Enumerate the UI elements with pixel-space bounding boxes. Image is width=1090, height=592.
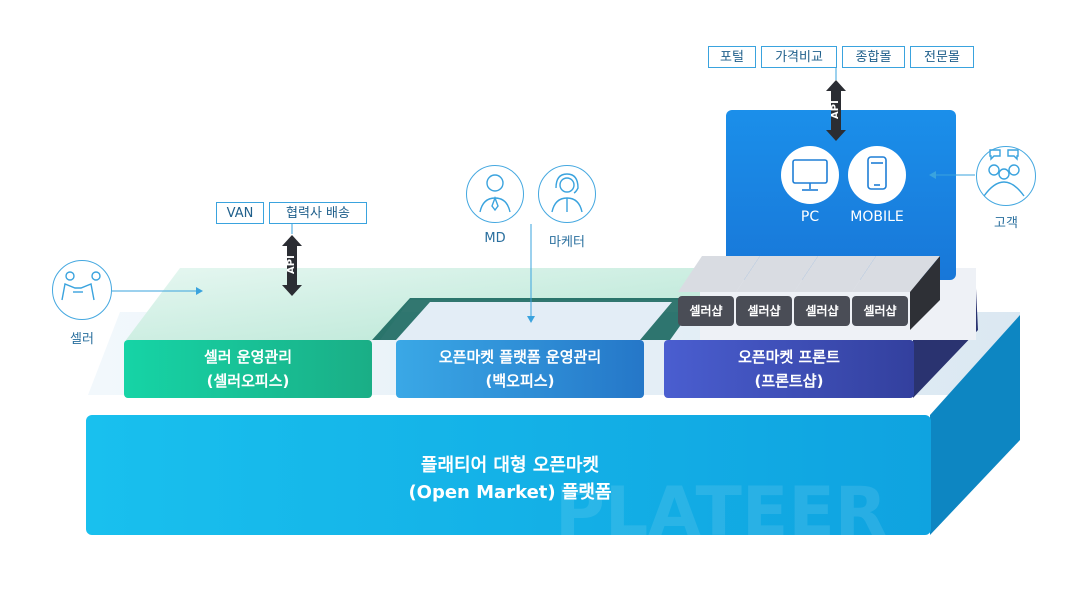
seller-ops-subtitle: (셀러오피스) — [206, 372, 290, 390]
seller-ops-title: 셀러 운영관리 — [203, 348, 293, 366]
customer-label: 고객 — [994, 216, 1018, 231]
front-block: 오픈마켓 프론트 (프론트샵) — [664, 345, 914, 393]
customer-connector-arrow — [929, 171, 936, 179]
front-block-bg — [664, 340, 914, 398]
pc-circle — [781, 146, 839, 204]
backoffice-layer-top — [396, 302, 672, 340]
top-api-label: API — [830, 100, 841, 120]
platform-slab-front — [86, 415, 931, 535]
platform-block: 플래티어 대형 오픈마켓 (Open Market) 플랫폼 — [300, 452, 720, 506]
device-panel — [726, 110, 956, 280]
front-title: 오픈마켓 프론트 — [738, 348, 840, 366]
md-label: MD — [484, 231, 506, 246]
shop-top-3 — [794, 256, 876, 292]
tag-price-compare: 가격비교 — [761, 46, 837, 68]
tag-van: VAN — [216, 202, 264, 224]
shop-top-2 — [736, 256, 818, 292]
top-api-arrow — [826, 80, 846, 141]
seller-shop-4: 셀러샵 — [852, 296, 908, 326]
shop-top-1 — [678, 256, 760, 292]
mobile-circle — [848, 146, 906, 204]
pc-label: PC — [800, 209, 820, 225]
platform-ops-subtitle: (백오피스) — [485, 372, 555, 390]
marketer-circle — [538, 165, 596, 223]
tag-partner-delivery: 협력사 배송 — [269, 202, 367, 224]
backoffice-block-bg — [396, 340, 644, 398]
seller-shop-2: 셀러샵 — [736, 296, 792, 326]
seller-label: 셀러 — [70, 332, 94, 347]
md-circle — [466, 165, 524, 223]
platform-ops-block: 오픈마켓 플랫폼 운영관리 (백오피스) — [396, 345, 644, 393]
mobile-label: MOBILE — [850, 209, 904, 225]
tag-portal: 포털 — [708, 46, 756, 68]
seller-connector-arrow — [196, 287, 203, 295]
seller-ops-block: 셀러 운영관리 (셀러오피스) — [124, 345, 372, 393]
platform-subtitle: (Open Market) 플랫폼 — [408, 482, 612, 503]
front-subtitle: (프론트샵) — [754, 372, 824, 390]
customer-circle — [976, 146, 1036, 206]
shop-top-4 — [852, 256, 940, 292]
platform-slab-side — [930, 315, 1020, 535]
seller-api-arrow — [282, 235, 302, 296]
tag-general-mall: 종합몰 — [842, 46, 905, 68]
seller-shop-1: 셀러샵 — [678, 296, 734, 326]
marketer-label: 마케터 — [549, 235, 585, 250]
platform-watermark: PLATEER — [555, 473, 887, 552]
seller-shop-3: 셀러샵 — [794, 296, 850, 326]
seller-circle — [52, 260, 112, 320]
seller-block-bg — [124, 340, 372, 398]
ops-connector-arrow — [527, 316, 535, 323]
seller-layer-top — [126, 268, 700, 340]
tag-specialty-mall: 전문몰 — [910, 46, 974, 68]
platform-title: 플래티어 대형 오픈마켓 — [420, 455, 600, 476]
shop-side — [910, 256, 940, 330]
seller-api-label: API — [286, 255, 297, 275]
platform-ops-title: 오픈마켓 플랫폼 운영관리 — [438, 348, 602, 366]
